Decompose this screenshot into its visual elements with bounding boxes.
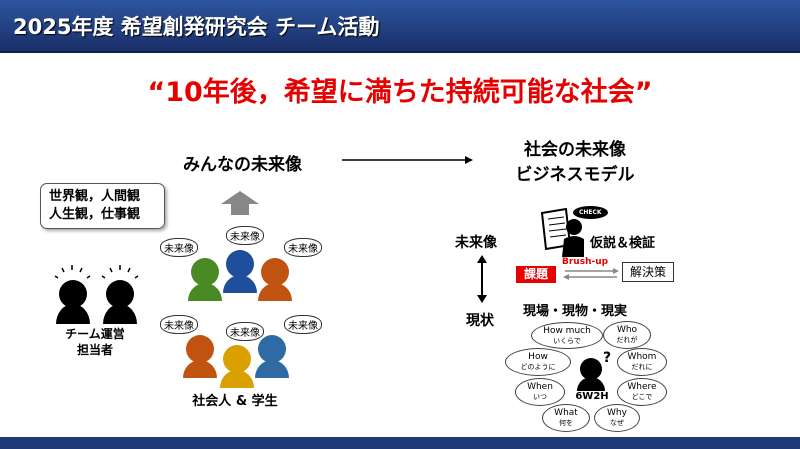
question-ja: いつ	[533, 393, 547, 401]
document-person-icon	[540, 207, 584, 257]
genba-label: 現場・現物・現実	[522, 304, 627, 319]
worldview-line2: 人生観，仕事観	[49, 207, 141, 222]
society-future-label: 社会の未来像	[524, 140, 626, 160]
double-arrow-icon	[477, 255, 487, 303]
hypothesis-label: 仮説＆検証	[590, 236, 656, 251]
business-model-label: ビジネスモデル	[515, 165, 635, 185]
question-en: Where	[627, 382, 657, 392]
thought-bubble: 未来像	[284, 238, 322, 257]
emphasis-lines-icon	[54, 265, 139, 279]
question-en: Who	[616, 325, 638, 335]
bidirectional-arrow-icon	[563, 268, 619, 280]
question-ja: だれが	[616, 336, 638, 344]
everyone-future-label: みんなの未来像	[183, 155, 302, 175]
question-en: Whom	[627, 352, 657, 362]
slide-title: 2025年度 希望創発研究会 チーム活動	[13, 15, 380, 39]
question-ja: いくらで	[553, 336, 581, 345]
header-bar: 2025年度 希望創発研究会 チーム活動	[0, 0, 800, 53]
team-label-line1: チーム運営	[65, 327, 125, 341]
thought-bubble: 未来像	[160, 238, 198, 257]
vision-statement: “10年後，希望に満ちた持続可能な社会”	[147, 77, 653, 108]
question-en: How	[528, 352, 548, 362]
check-bubble: CHECK	[573, 206, 608, 219]
right-arrow-icon	[342, 156, 473, 164]
members-label: 社会人 & 学生	[192, 394, 278, 409]
footer-bar	[0, 437, 800, 449]
question-ja: だれに	[631, 363, 653, 371]
question-ja: どのように	[520, 363, 556, 371]
thought-bubble: 未来像	[226, 322, 264, 341]
6w2h-label: 6W2H	[575, 391, 609, 402]
question-ja: なぜ	[610, 419, 624, 427]
question-en: When	[527, 382, 553, 392]
question-ja: どこで	[631, 393, 653, 401]
future-label: 未来像	[455, 235, 497, 251]
brushup-label: Brush-up	[562, 257, 609, 267]
thought-bubble: 未来像	[226, 226, 264, 245]
question-en: Why	[607, 408, 627, 418]
team-label-line2: 担当者	[76, 343, 113, 357]
question-en: How much	[543, 325, 591, 336]
thought-bubble: 未来像	[284, 315, 322, 334]
worldview-box: 世界観，人間観 人生観，仕事観	[40, 183, 165, 229]
worldview-line1: 世界観，人間観	[49, 189, 141, 204]
team-label: チーム運営担当者	[45, 326, 145, 358]
up-arrow-icon	[221, 191, 259, 215]
issue-badge: 課題	[516, 266, 556, 283]
question-en: What	[554, 408, 578, 418]
question-ja: 何を	[559, 419, 573, 427]
thought-bubble: 未来像	[160, 315, 198, 334]
present-label: 現状	[466, 313, 494, 329]
solution-box: 解決策	[622, 262, 674, 282]
